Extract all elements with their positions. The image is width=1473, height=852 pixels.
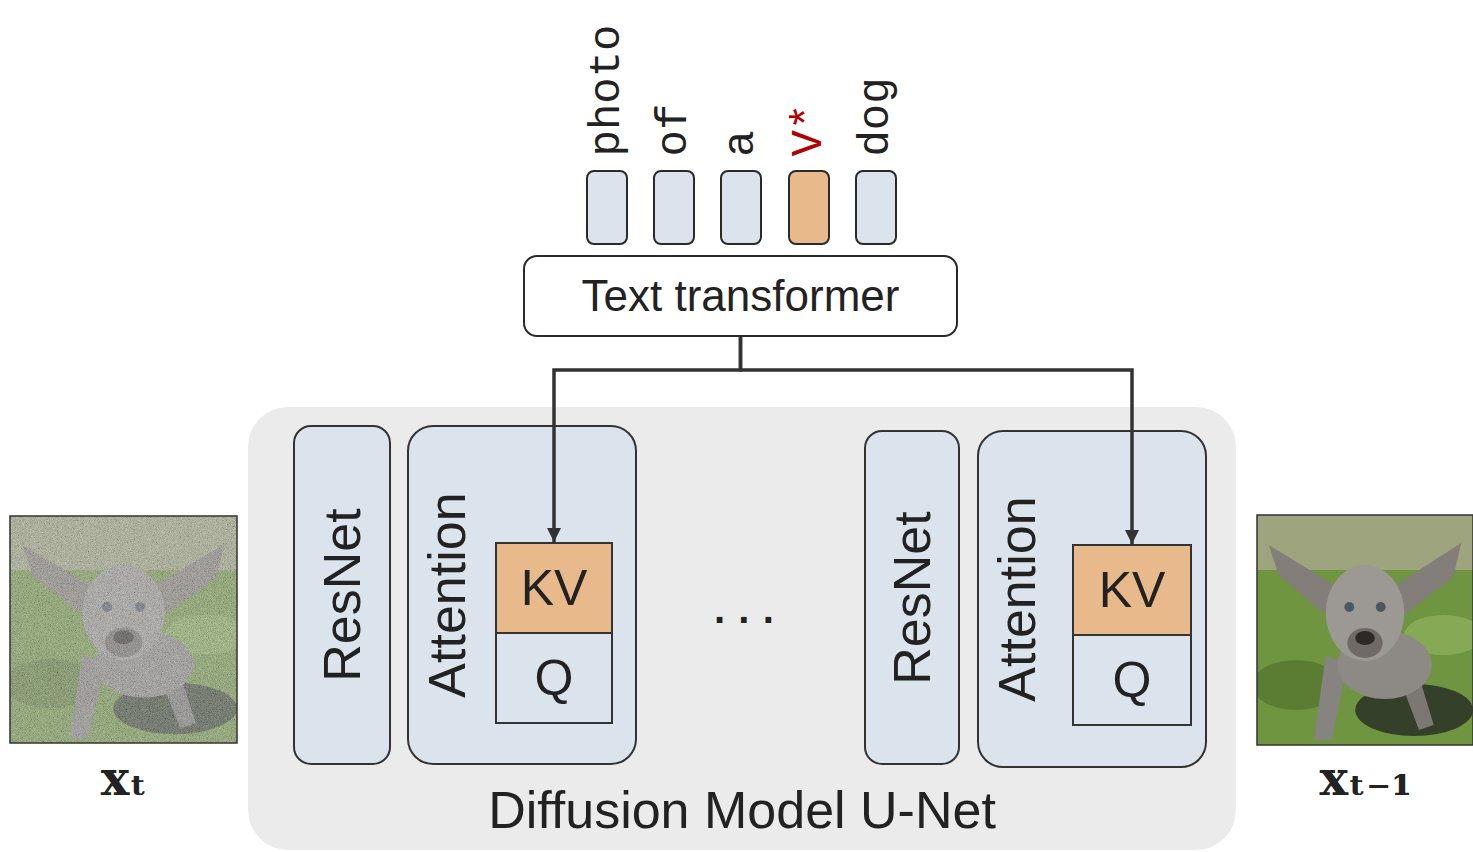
- q-projection: Q: [495, 632, 613, 724]
- kv-projection: KV: [1072, 544, 1192, 636]
- projection-label: Q: [535, 653, 574, 703]
- token-box: V*: [788, 170, 830, 245]
- ellipsis: · · ·: [714, 600, 776, 640]
- block-label: ResNet: [316, 508, 368, 681]
- attention-block: KV Q Attention: [407, 425, 637, 765]
- projection-label: Q: [1113, 655, 1152, 705]
- encoder-label: Text transformer: [582, 274, 900, 318]
- denoised-image: [1257, 515, 1473, 745]
- kv-projection: KV: [495, 542, 613, 634]
- block-label: Attention: [421, 492, 473, 697]
- block-label: ResNet: [886, 511, 938, 684]
- token-word: a: [719, 130, 763, 156]
- token-box: of: [653, 170, 695, 245]
- token-word: V*: [787, 103, 831, 156]
- block-label: Attention: [991, 496, 1043, 701]
- token-word: dog: [854, 77, 898, 156]
- token-word: photo: [585, 24, 629, 156]
- noise: [10, 516, 237, 743]
- image-border: [10, 516, 237, 743]
- image-symbol: xₜ: [101, 754, 147, 802]
- encoder-box: Text transformer: [523, 255, 958, 337]
- token-box: a: [720, 170, 762, 245]
- dog-photo: [10, 516, 237, 743]
- image-symbol-holder: xₜ: [4, 754, 244, 802]
- token-box: photo: [586, 170, 628, 245]
- attention-block: KV Q Attention: [977, 430, 1207, 768]
- dog-photo: [1257, 515, 1473, 745]
- image-symbol-holder: xₜ₋₁: [1246, 754, 1473, 802]
- projection-label: KV: [1099, 565, 1166, 615]
- resnet-block: ResNet: [293, 425, 391, 765]
- image-border: [1257, 515, 1473, 745]
- projection-label: KV: [521, 563, 588, 613]
- unet-label: Diffusion Model U-Net: [488, 784, 996, 836]
- conditioning-arrow: [741, 337, 1133, 544]
- noisy-image: [10, 516, 237, 743]
- q-projection: Q: [1072, 634, 1192, 726]
- conditioning-arrow: [554, 337, 741, 542]
- ellipsis-holder: · · ·: [625, 600, 865, 640]
- resnet-block: ResNet: [864, 430, 960, 765]
- token-word: of: [652, 103, 696, 156]
- token-box: dog: [855, 170, 897, 245]
- image-symbol: xₜ₋₁: [1320, 754, 1413, 802]
